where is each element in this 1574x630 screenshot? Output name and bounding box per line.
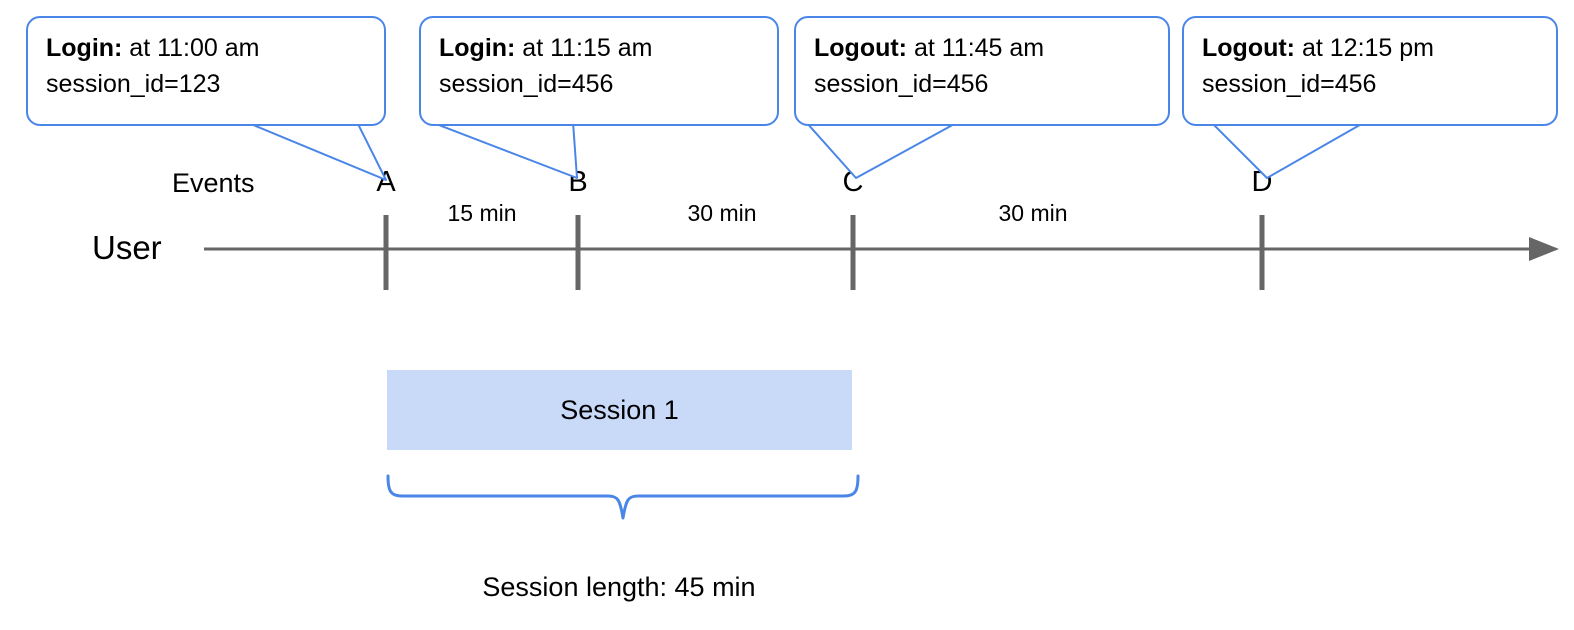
callout-d-line-1: Logout: at 12:15 pm [1202,30,1540,66]
callout-a-session: session_id=123 [46,70,221,98]
callout-tail-b [430,117,578,179]
callout-login-a: Login: at 11:00 am session_id=123 [26,16,386,126]
callout-logout-d: Logout: at 12:15 pm session_id=456 [1182,16,1558,126]
callout-b-line-1: Login: at 11:15 am [439,30,761,66]
callout-c-event-label: Logout: [814,34,908,62]
callout-login-b: Login: at 11:15 am session_id=456 [419,16,779,126]
events-row-label: Events [172,168,255,198]
callout-c-line-1: Logout: at 11:45 am [814,30,1152,66]
session-bar-1: Session 1 [387,370,852,450]
callout-tail-a [245,117,387,181]
callout-c-time: at 11:45 am [907,34,1045,62]
callout-b-session: session_id=456 [439,70,614,98]
callout-a-time: at 11:00 am [122,34,260,62]
callout-b-event-label: Login: [439,34,516,62]
interval-label-ab: 15 min [447,200,517,226]
callout-d-session: session_id=456 [1202,70,1377,98]
interval-label-cd: 30 min [998,200,1068,226]
callout-a-event-label: Login: [46,34,123,62]
callout-tail-d [1210,117,1366,179]
callout-a-line-1: Login: at 11:00 am [46,30,368,66]
callout-b-time: at 11:15 am [515,34,653,62]
user-row-label: User [92,229,162,266]
callout-d-event-label: Logout: [1202,34,1296,62]
callout-logout-c: Logout: at 11:45 am session_id=456 [794,16,1170,126]
callout-d-time: at 12:15 pm [1295,34,1434,62]
interval-label-bc: 30 min [687,200,757,226]
session-length-caption: Session length: 45 min [482,572,756,602]
session-span-brace [386,474,860,520]
callout-c-session: session_id=456 [814,70,989,98]
session-bar-label: Session 1 [560,394,679,425]
callout-tail-c [805,117,959,179]
